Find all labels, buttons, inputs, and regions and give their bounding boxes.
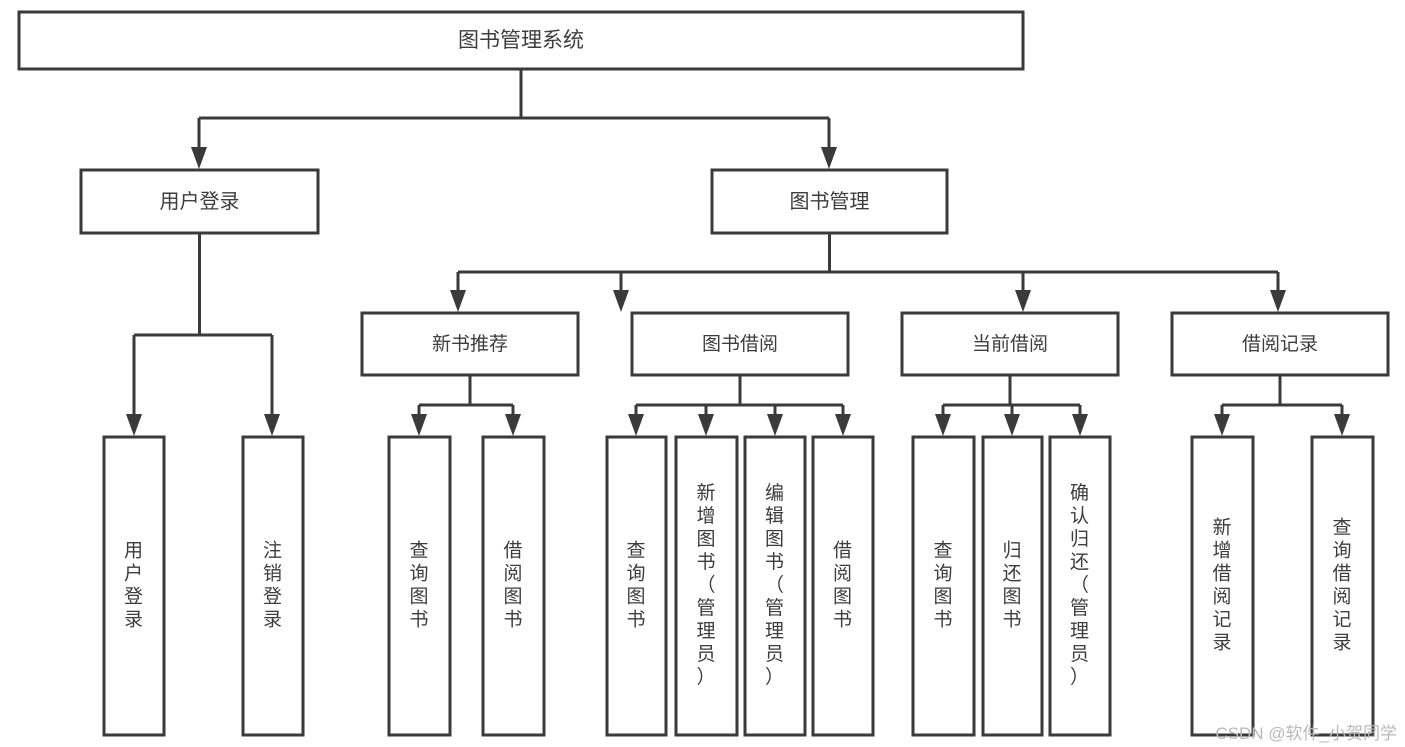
node-rect[interactable] <box>1170 311 1390 377</box>
node-label: 用户登录 <box>124 541 144 631</box>
node-label: 新增借阅记录 <box>1212 517 1232 654</box>
arrow-head-icon <box>264 414 280 436</box>
node-rect[interactable] <box>674 435 739 737</box>
node-label: 图书借阅 <box>702 333 778 355</box>
node-leaf-query-book-1[interactable]: 查询图书 <box>387 435 452 737</box>
node-rect[interactable] <box>710 168 949 235</box>
node-rect[interactable] <box>79 168 320 235</box>
node-rect[interactable] <box>743 435 807 737</box>
arrow-head-icon <box>613 290 629 312</box>
arrow-head-icon <box>835 414 851 436</box>
arrow-head-icon <box>935 414 951 436</box>
node-borrow-record[interactable]: 借阅记录 <box>1170 311 1390 377</box>
node-current-borrow[interactable]: 当前借阅 <box>900 311 1120 377</box>
node-leaf-edit-book[interactable]: 编辑图书（管理员） <box>743 435 807 737</box>
arrow-head-icon <box>1270 290 1286 312</box>
node-label: 归还图书 <box>1002 540 1022 631</box>
arrow-head-icon <box>1072 414 1088 436</box>
node-label: 借阅图书 <box>503 540 523 631</box>
node-rect[interactable] <box>17 10 1025 71</box>
node-rect[interactable] <box>102 435 166 737</box>
node-label: 编辑图书（管理员） <box>765 482 785 688</box>
arrow-head-icon <box>821 147 837 169</box>
node-rect[interactable] <box>1310 435 1375 737</box>
node-leaf-query-book-3[interactable]: 查询图书 <box>911 435 976 737</box>
arrow-head-icon <box>505 414 521 436</box>
node-label: 新增图书（管理员） <box>696 482 716 688</box>
arrow-head-icon <box>1015 290 1031 312</box>
arrow-head-icon <box>1004 414 1020 436</box>
arrow-head-icon <box>411 414 427 436</box>
node-label: 查询图书 <box>933 540 953 631</box>
node-rect[interactable] <box>911 435 976 737</box>
node-rect[interactable] <box>241 435 305 737</box>
arrow-head-icon <box>450 290 466 312</box>
arrow-head-icon <box>1334 414 1350 436</box>
node-rect[interactable] <box>605 435 668 737</box>
node-label: 借阅记录 <box>1242 333 1318 355</box>
arrow-head-icon <box>628 414 644 436</box>
node-leaf-user-login[interactable]: 用户登录 <box>102 435 166 737</box>
node-user-login[interactable]: 用户登录 <box>79 168 320 235</box>
node-label: 当前借阅 <box>972 333 1048 355</box>
node-rect[interactable] <box>1048 435 1112 737</box>
node-layer: 图书管理系统用户登录图书管理新书推荐图书借阅当前借阅借阅记录用户登录注销登录查询… <box>17 10 1390 737</box>
node-leaf-return-book[interactable]: 归还图书 <box>981 435 1044 737</box>
node-label: 查询借阅记录 <box>1332 517 1352 654</box>
node-rect[interactable] <box>360 311 580 377</box>
node-label: 用户登录 <box>160 190 240 213</box>
node-rect[interactable] <box>387 435 452 737</box>
node-label: 查询图书 <box>626 540 646 631</box>
node-root-root[interactable]: 图书管理系统 <box>17 10 1025 71</box>
node-leaf-query-book-2[interactable]: 查询图书 <box>605 435 668 737</box>
node-leaf-borrow-book-1[interactable]: 借阅图书 <box>481 435 546 737</box>
node-rect[interactable] <box>1190 435 1255 737</box>
node-new-book-rec[interactable]: 新书推荐 <box>360 311 580 377</box>
node-leaf-logout[interactable]: 注销登录 <box>241 435 305 737</box>
node-rect[interactable] <box>481 435 546 737</box>
arrow-head-icon <box>698 414 714 436</box>
node-label: 借阅图书 <box>833 540 853 631</box>
arrow-head-icon <box>126 414 142 436</box>
node-rect[interactable] <box>900 311 1120 377</box>
node-book-manage[interactable]: 图书管理 <box>710 168 949 235</box>
arrow-head-icon <box>1214 414 1230 436</box>
node-book-borrow[interactable]: 图书借阅 <box>630 311 850 377</box>
node-rect[interactable] <box>981 435 1044 737</box>
arrow-head-icon <box>191 147 207 169</box>
node-leaf-query-record[interactable]: 查询借阅记录 <box>1310 435 1375 737</box>
node-label: 图书管理 <box>790 190 870 213</box>
node-rect[interactable] <box>630 311 850 377</box>
node-label: 注销登录 <box>263 540 283 631</box>
node-leaf-confirm-return[interactable]: 确认归还（管理员） <box>1048 435 1112 737</box>
node-label: 新书推荐 <box>432 333 508 355</box>
node-leaf-add-book[interactable]: 新增图书（管理员） <box>674 435 739 737</box>
node-label: 查询图书 <box>409 540 429 631</box>
node-label: 确认归还（管理员） <box>1070 482 1090 688</box>
connector-layer <box>126 69 1350 436</box>
node-label: 图书管理系统 <box>458 29 584 52</box>
node-leaf-add-record[interactable]: 新增借阅记录 <box>1190 435 1255 737</box>
node-rect[interactable] <box>811 435 875 737</box>
arrow-head-icon <box>767 414 783 436</box>
node-leaf-borrow-book-2[interactable]: 借阅图书 <box>811 435 875 737</box>
